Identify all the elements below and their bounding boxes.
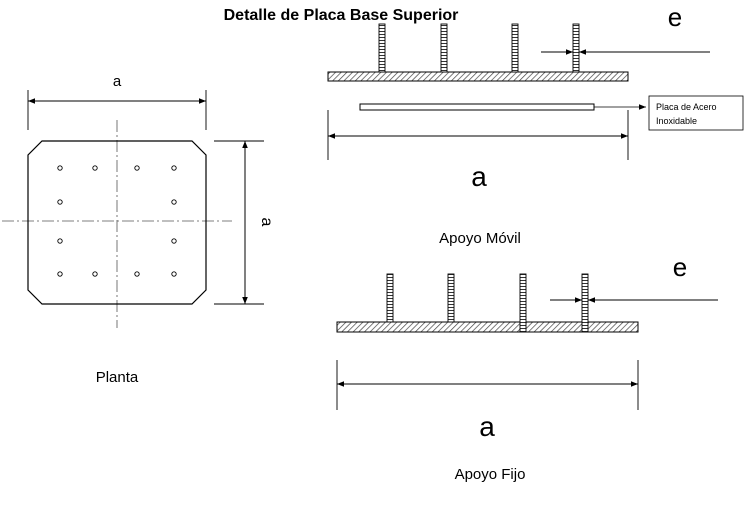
movil-note-box (648, 95, 744, 131)
movil-dim-a-label: a (471, 161, 487, 192)
plan-dim-side-label: a (258, 218, 275, 227)
fijo-section: e a Apoyo Fijo (336, 252, 718, 483)
fijo-bolt (386, 273, 394, 323)
drawing-title: Detalle de Placa Base Superior (224, 7, 459, 24)
movil-base-plate (327, 71, 629, 82)
movil-caption: Apoyo Móvil (439, 230, 521, 247)
fijo-dim-a-label: a (479, 411, 495, 442)
movil-dim-e-label: e (668, 2, 682, 32)
movil-note-line-1: Placa de Acero (656, 102, 717, 112)
plan-view: a a Planta (2, 73, 275, 386)
fijo-caption: Apoyo Fijo (455, 466, 526, 483)
fijo-bolt (581, 273, 589, 333)
fijo-bolt (519, 273, 527, 333)
movil-bolt (572, 23, 580, 73)
movil-note-line-2: Inoxidable (656, 116, 697, 126)
plan-caption: Planta (96, 369, 139, 386)
plan-dim-top-label: a (113, 73, 122, 90)
movil-section: e Placa de Acero Inoxidable a Apoyo Móvi… (327, 2, 744, 247)
plan-plate-outline (27, 140, 207, 305)
movil-bolt (440, 23, 448, 73)
plan-bolt-holes (57, 165, 177, 277)
fijo-bolt (447, 273, 455, 323)
fijo-dim-e-label: e (673, 252, 687, 282)
movil-bolt (378, 23, 386, 73)
movil-bolt (511, 23, 519, 73)
movil-stainless-plate (359, 103, 595, 111)
fijo-base-plate (336, 321, 639, 333)
